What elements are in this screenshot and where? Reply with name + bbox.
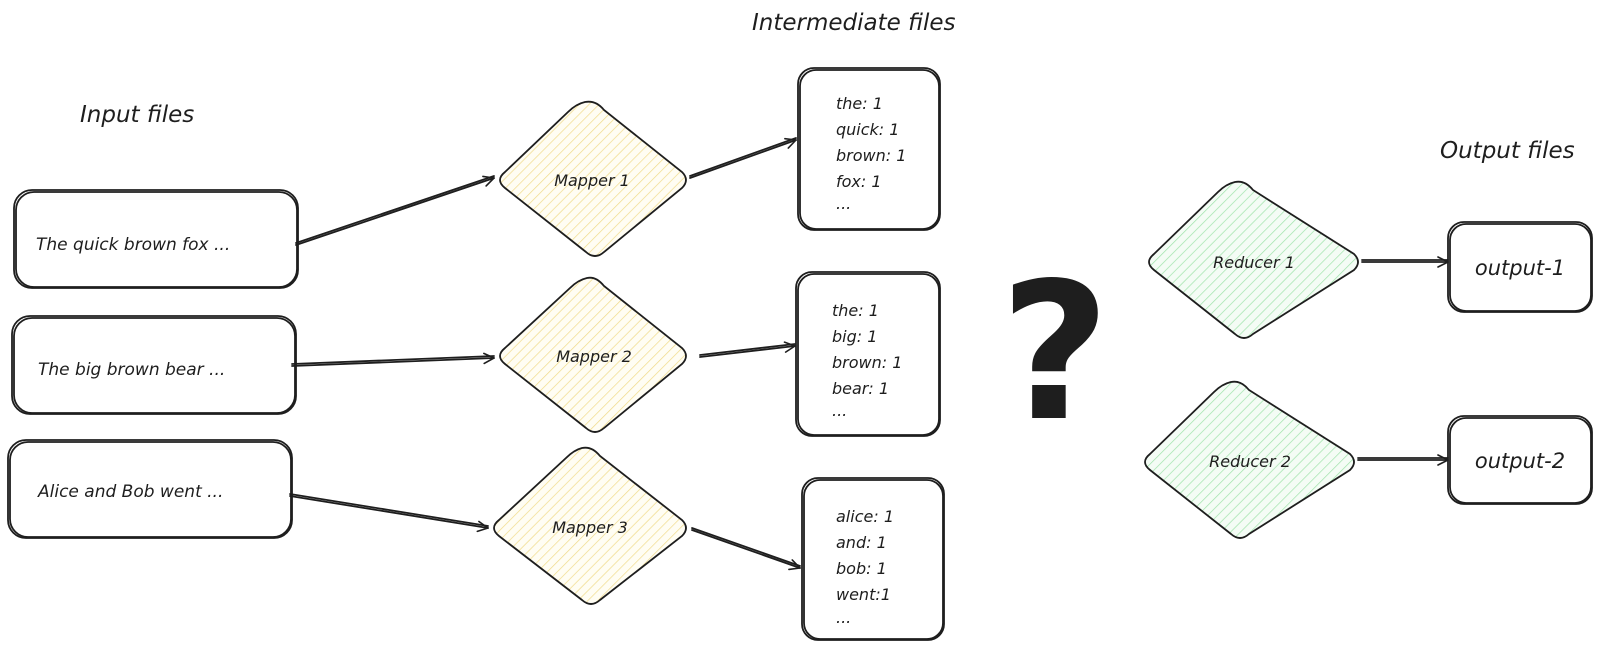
mapper-3-label: Mapper 3: [552, 518, 628, 537]
intermediate-1-line: brown: 1: [836, 146, 906, 165]
input-file-1: The quick brown fox ...: [13, 189, 299, 289]
intermediate-1-line: ...: [836, 194, 851, 213]
output-file-2-label: output-2: [1475, 449, 1565, 473]
intermediate-3-line: ...: [836, 608, 851, 627]
intermediate-1-line: fox: 1: [836, 172, 882, 191]
arrow-reducer2-output2: [1357, 454, 1449, 466]
intermediate-2-line: ...: [832, 401, 847, 420]
intermediate-2-line: big: 1: [832, 327, 877, 346]
output-file-1-label: output-1: [1475, 256, 1565, 280]
mapper-3: Mapper 3: [493, 446, 687, 605]
arrow-reducer1-output1: [1361, 256, 1449, 268]
intermediate-2-line: bear: 1: [832, 379, 889, 398]
intermediate-2-line: brown: 1: [832, 353, 902, 372]
mapper-2: Mapper 2: [499, 276, 687, 433]
arrow-input3-mapper3: [289, 493, 489, 533]
intermediate-3-line: bob: 1: [836, 559, 887, 578]
mapper-1: Mapper 1: [499, 100, 687, 257]
input-file-3: Alice and Bob went ...: [7, 439, 293, 539]
question-mark: ?: [1000, 242, 1110, 463]
mapper-2-label: Mapper 2: [556, 347, 632, 366]
arrow-input1-mapper1: [295, 175, 495, 246]
intermediate-2-line: the: 1: [832, 301, 879, 320]
mapper-1-label: Mapper 1: [554, 171, 630, 190]
reducer-2-label: Reducer 2: [1209, 452, 1291, 471]
input-file-3-label: Alice and Bob went ...: [37, 482, 223, 502]
intermediate-3-line: went:1: [836, 585, 891, 604]
arrow-mapper2-intermediate2: [699, 341, 796, 358]
intermediate-1-line: the: 1: [836, 94, 883, 113]
input-file-2-label: The big brown bear ...: [38, 360, 225, 380]
reducer-2: Reducer 2: [1144, 380, 1355, 539]
output-file-1: output-1: [1447, 221, 1593, 313]
intermediate-3-line: alice: 1: [836, 507, 894, 526]
arrow-input2-mapper2: [291, 352, 495, 367]
reducer-1-label: Reducer 1: [1213, 253, 1295, 272]
intermediate-3-line: and: 1: [836, 533, 887, 552]
intermediate-files-title: Intermediate files: [752, 10, 956, 36]
intermediate-file-3: alice: 1 and: 1 bob: 1 went:1 ...: [801, 477, 945, 641]
input-files-title: Input files: [80, 102, 194, 128]
arrow-mapper3-intermediate3: [691, 527, 801, 571]
arrow-mapper1-intermediate1: [689, 137, 797, 179]
input-file-2: The big brown bear ...: [11, 315, 297, 415]
intermediate-1-line: quick: 1: [836, 120, 899, 139]
intermediate-file-1: the: 1 quick: 1 brown: 1 fox: 1 ...: [797, 67, 941, 231]
intermediate-file-2: the: 1 big: 1 brown: 1 bear: 1 ...: [795, 271, 941, 437]
reducer-1: Reducer 1: [1148, 180, 1359, 339]
output-files-title: Output files: [1440, 138, 1575, 164]
input-file-1-label: The quick brown fox ...: [36, 235, 230, 255]
output-file-2: output-2: [1447, 415, 1593, 505]
